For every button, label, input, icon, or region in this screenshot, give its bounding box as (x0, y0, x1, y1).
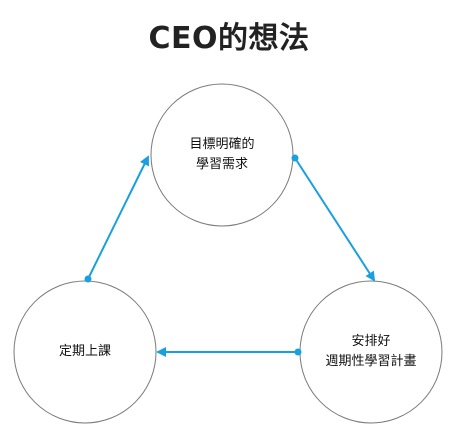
page-title: CEO的想法 (148, 21, 310, 56)
node-goal-circle (150, 83, 294, 227)
node-class-label: 定期上課 (20, 342, 150, 362)
edge-plan-to-class (156, 347, 302, 357)
edge-goal-to-plan (291, 154, 376, 282)
node-class-line-1: 定期上課 (58, 344, 111, 359)
node-plan-label: 安排好 週期性學習計畫 (306, 332, 436, 372)
node-goal-line-2: 學習需求 (195, 157, 248, 172)
node-goal-line-1: 目標明確的 (189, 137, 255, 152)
edge-class-to-goal (84, 155, 149, 283)
node-goal-label: 目標明確的 學習需求 (157, 135, 287, 175)
node-plan-line-2: 週期性學習計畫 (325, 354, 417, 369)
node-plan-line-1: 安排好 (351, 334, 391, 349)
